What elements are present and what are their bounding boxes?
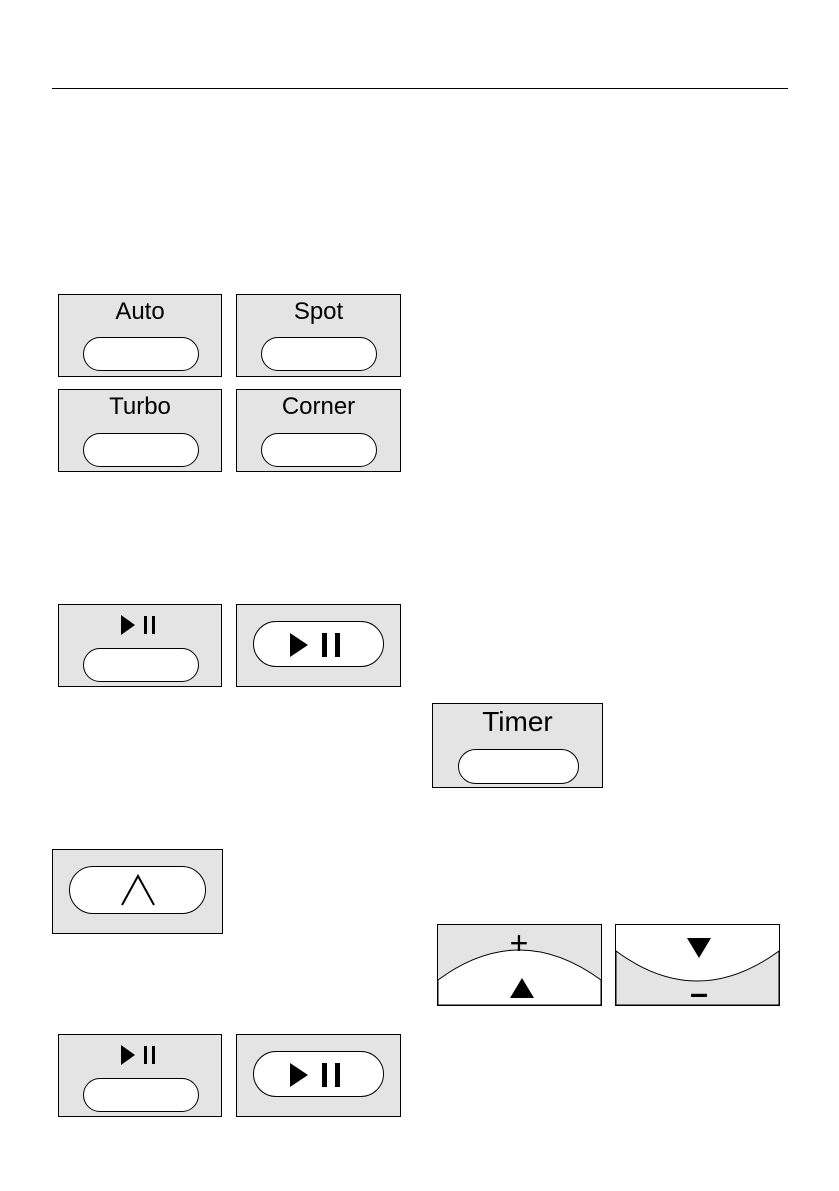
- up-button[interactable]: [69, 866, 206, 914]
- play-pause-button-small-2[interactable]: [83, 1078, 199, 1112]
- auto-button-panel: Auto: [58, 294, 222, 377]
- spot-label: Spot: [237, 298, 400, 326]
- minus-button-panel: –: [615, 924, 780, 1006]
- spot-button-panel: Spot: [236, 294, 401, 377]
- timer-label: Timer: [433, 706, 602, 738]
- play-pause-panel-large-2: [236, 1034, 401, 1117]
- play-pause-panel-small-1: [58, 604, 222, 687]
- play-pause-button-large-1[interactable]: [253, 621, 384, 667]
- corner-button-panel: Corner: [236, 389, 401, 472]
- play-pause-button-small-1[interactable]: [83, 648, 199, 682]
- play-pause-icon: [288, 631, 350, 659]
- play-pause-icon: [119, 1043, 163, 1067]
- play-pause-button-large-2[interactable]: [253, 1051, 384, 1097]
- spot-button[interactable]: [261, 337, 377, 371]
- timer-button-panel: Timer: [432, 703, 603, 788]
- play-pause-icon: [119, 613, 163, 637]
- triangle-up-icon: [509, 977, 535, 999]
- chevron-up-icon: [120, 873, 156, 907]
- turbo-button[interactable]: [83, 433, 199, 467]
- up-button-panel: [52, 849, 223, 934]
- header-rule: [52, 88, 788, 89]
- play-pause-panel-large-1: [236, 604, 401, 687]
- play-pause-icon: [288, 1061, 350, 1089]
- plus-label: +: [504, 927, 534, 959]
- plus-button-panel: +: [437, 924, 602, 1006]
- turbo-button-panel: Turbo: [58, 389, 222, 472]
- minus-label: –: [684, 977, 714, 1009]
- triangle-down-icon: [686, 937, 712, 959]
- timer-button[interactable]: [458, 749, 579, 784]
- auto-label: Auto: [59, 298, 221, 326]
- auto-button[interactable]: [83, 337, 199, 371]
- turbo-label: Turbo: [59, 393, 221, 421]
- play-pause-panel-small-2: [58, 1034, 222, 1117]
- corner-label: Corner: [237, 393, 400, 421]
- corner-button[interactable]: [261, 433, 377, 467]
